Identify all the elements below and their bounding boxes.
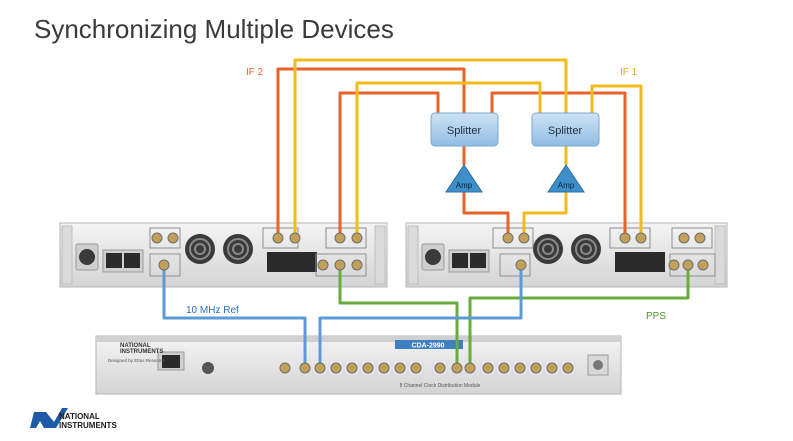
if1-label: IF 1 <box>620 67 638 78</box>
ref-label: 10 MHz Ref <box>186 305 239 316</box>
if1-cable-amp-to-device-right <box>522 192 568 236</box>
sma-connector <box>272 232 284 244</box>
splitter-right: Splitter <box>531 112 600 147</box>
sma-connector <box>167 232 179 244</box>
pps-cables <box>338 268 690 365</box>
module-brand-line2: INSTRUMENTS <box>120 349 163 355</box>
sma-connector <box>351 232 363 244</box>
pps-cable-right <box>468 268 690 365</box>
sma-connector <box>279 362 291 374</box>
sma-connector <box>362 362 374 374</box>
sma-connector <box>434 362 446 374</box>
slide-title: Synchronizing Multiple Devices <box>34 14 394 44</box>
sma-connector <box>451 362 463 374</box>
sma-connector <box>317 259 329 271</box>
sma-connector <box>351 259 363 271</box>
ref-cable-left <box>162 268 307 365</box>
if1-cable-splitter-to-device-left <box>355 81 542 236</box>
sma-connector <box>619 232 631 244</box>
sma-connector <box>546 362 558 374</box>
if2-cable-device-left-to-splitter <box>276 67 466 236</box>
sma-connector <box>694 232 706 244</box>
amp-left: Amp <box>445 164 483 193</box>
sma-connector <box>330 362 342 374</box>
device-left <box>59 222 388 288</box>
sma-connector <box>515 259 527 271</box>
connectors <box>151 232 709 374</box>
sma-connector <box>410 362 422 374</box>
sma-connector <box>518 232 530 244</box>
sma-connector <box>502 232 514 244</box>
sma-connector <box>151 232 163 244</box>
sma-connector <box>635 232 647 244</box>
sma-connector <box>678 232 690 244</box>
if2-cable-amp-to-device-right <box>462 192 510 236</box>
sma-connector <box>682 259 694 271</box>
amp-left-label: Amp <box>456 181 473 190</box>
if2-cable-splitter-to-device-left <box>338 91 440 236</box>
splitter-left: Splitter <box>430 112 499 147</box>
sma-connector <box>378 362 390 374</box>
device-right <box>405 222 728 288</box>
sma-connector <box>158 259 170 271</box>
if2-cable-splitter-to-device-right <box>490 91 627 236</box>
logo-line2: INSTRUMENTS <box>59 421 117 430</box>
if1-cables <box>293 58 643 236</box>
sma-connector <box>299 362 311 374</box>
clock-distribution-module <box>95 335 622 395</box>
sma-connector <box>562 362 574 374</box>
amp-right-label: Amp <box>558 181 575 190</box>
ni-logo: NATIONAL INSTRUMENTS <box>30 408 117 430</box>
if1-cable-splitter-to-device-right <box>590 84 643 236</box>
ref-cable-right <box>318 268 523 365</box>
amp-right: Amp <box>547 164 585 193</box>
logo-line1: NATIONAL <box>59 412 100 421</box>
sma-connector <box>394 362 406 374</box>
module-brand-line1: NATIONAL <box>120 343 151 349</box>
pps-label: PPS <box>646 311 666 322</box>
module-description: 8 Channel Clock Distribution Module <box>400 383 481 389</box>
sma-connector <box>314 362 326 374</box>
sma-connector <box>334 232 346 244</box>
sma-connector <box>668 259 680 271</box>
splitter-right-label: Splitter <box>548 125 583 137</box>
pps-cable-left <box>338 268 459 365</box>
sma-connector <box>346 362 358 374</box>
if1-cable-device-left-to-splitter <box>293 58 568 236</box>
if2-cables <box>276 67 627 236</box>
splitter-left-label: Splitter <box>447 125 482 137</box>
sma-connector <box>498 362 510 374</box>
sma-connector <box>530 362 542 374</box>
sma-connector <box>697 259 709 271</box>
sma-connector <box>464 362 476 374</box>
sma-connector <box>514 362 526 374</box>
ref-cables <box>162 268 523 365</box>
module-model: CDA-2990 <box>411 343 444 350</box>
if2-label: IF 2 <box>246 67 264 78</box>
sma-connector <box>334 259 346 271</box>
sma-connector <box>482 362 494 374</box>
sma-connector <box>289 232 301 244</box>
module-designed-by: Designed by Ettus Research <box>108 358 166 363</box>
